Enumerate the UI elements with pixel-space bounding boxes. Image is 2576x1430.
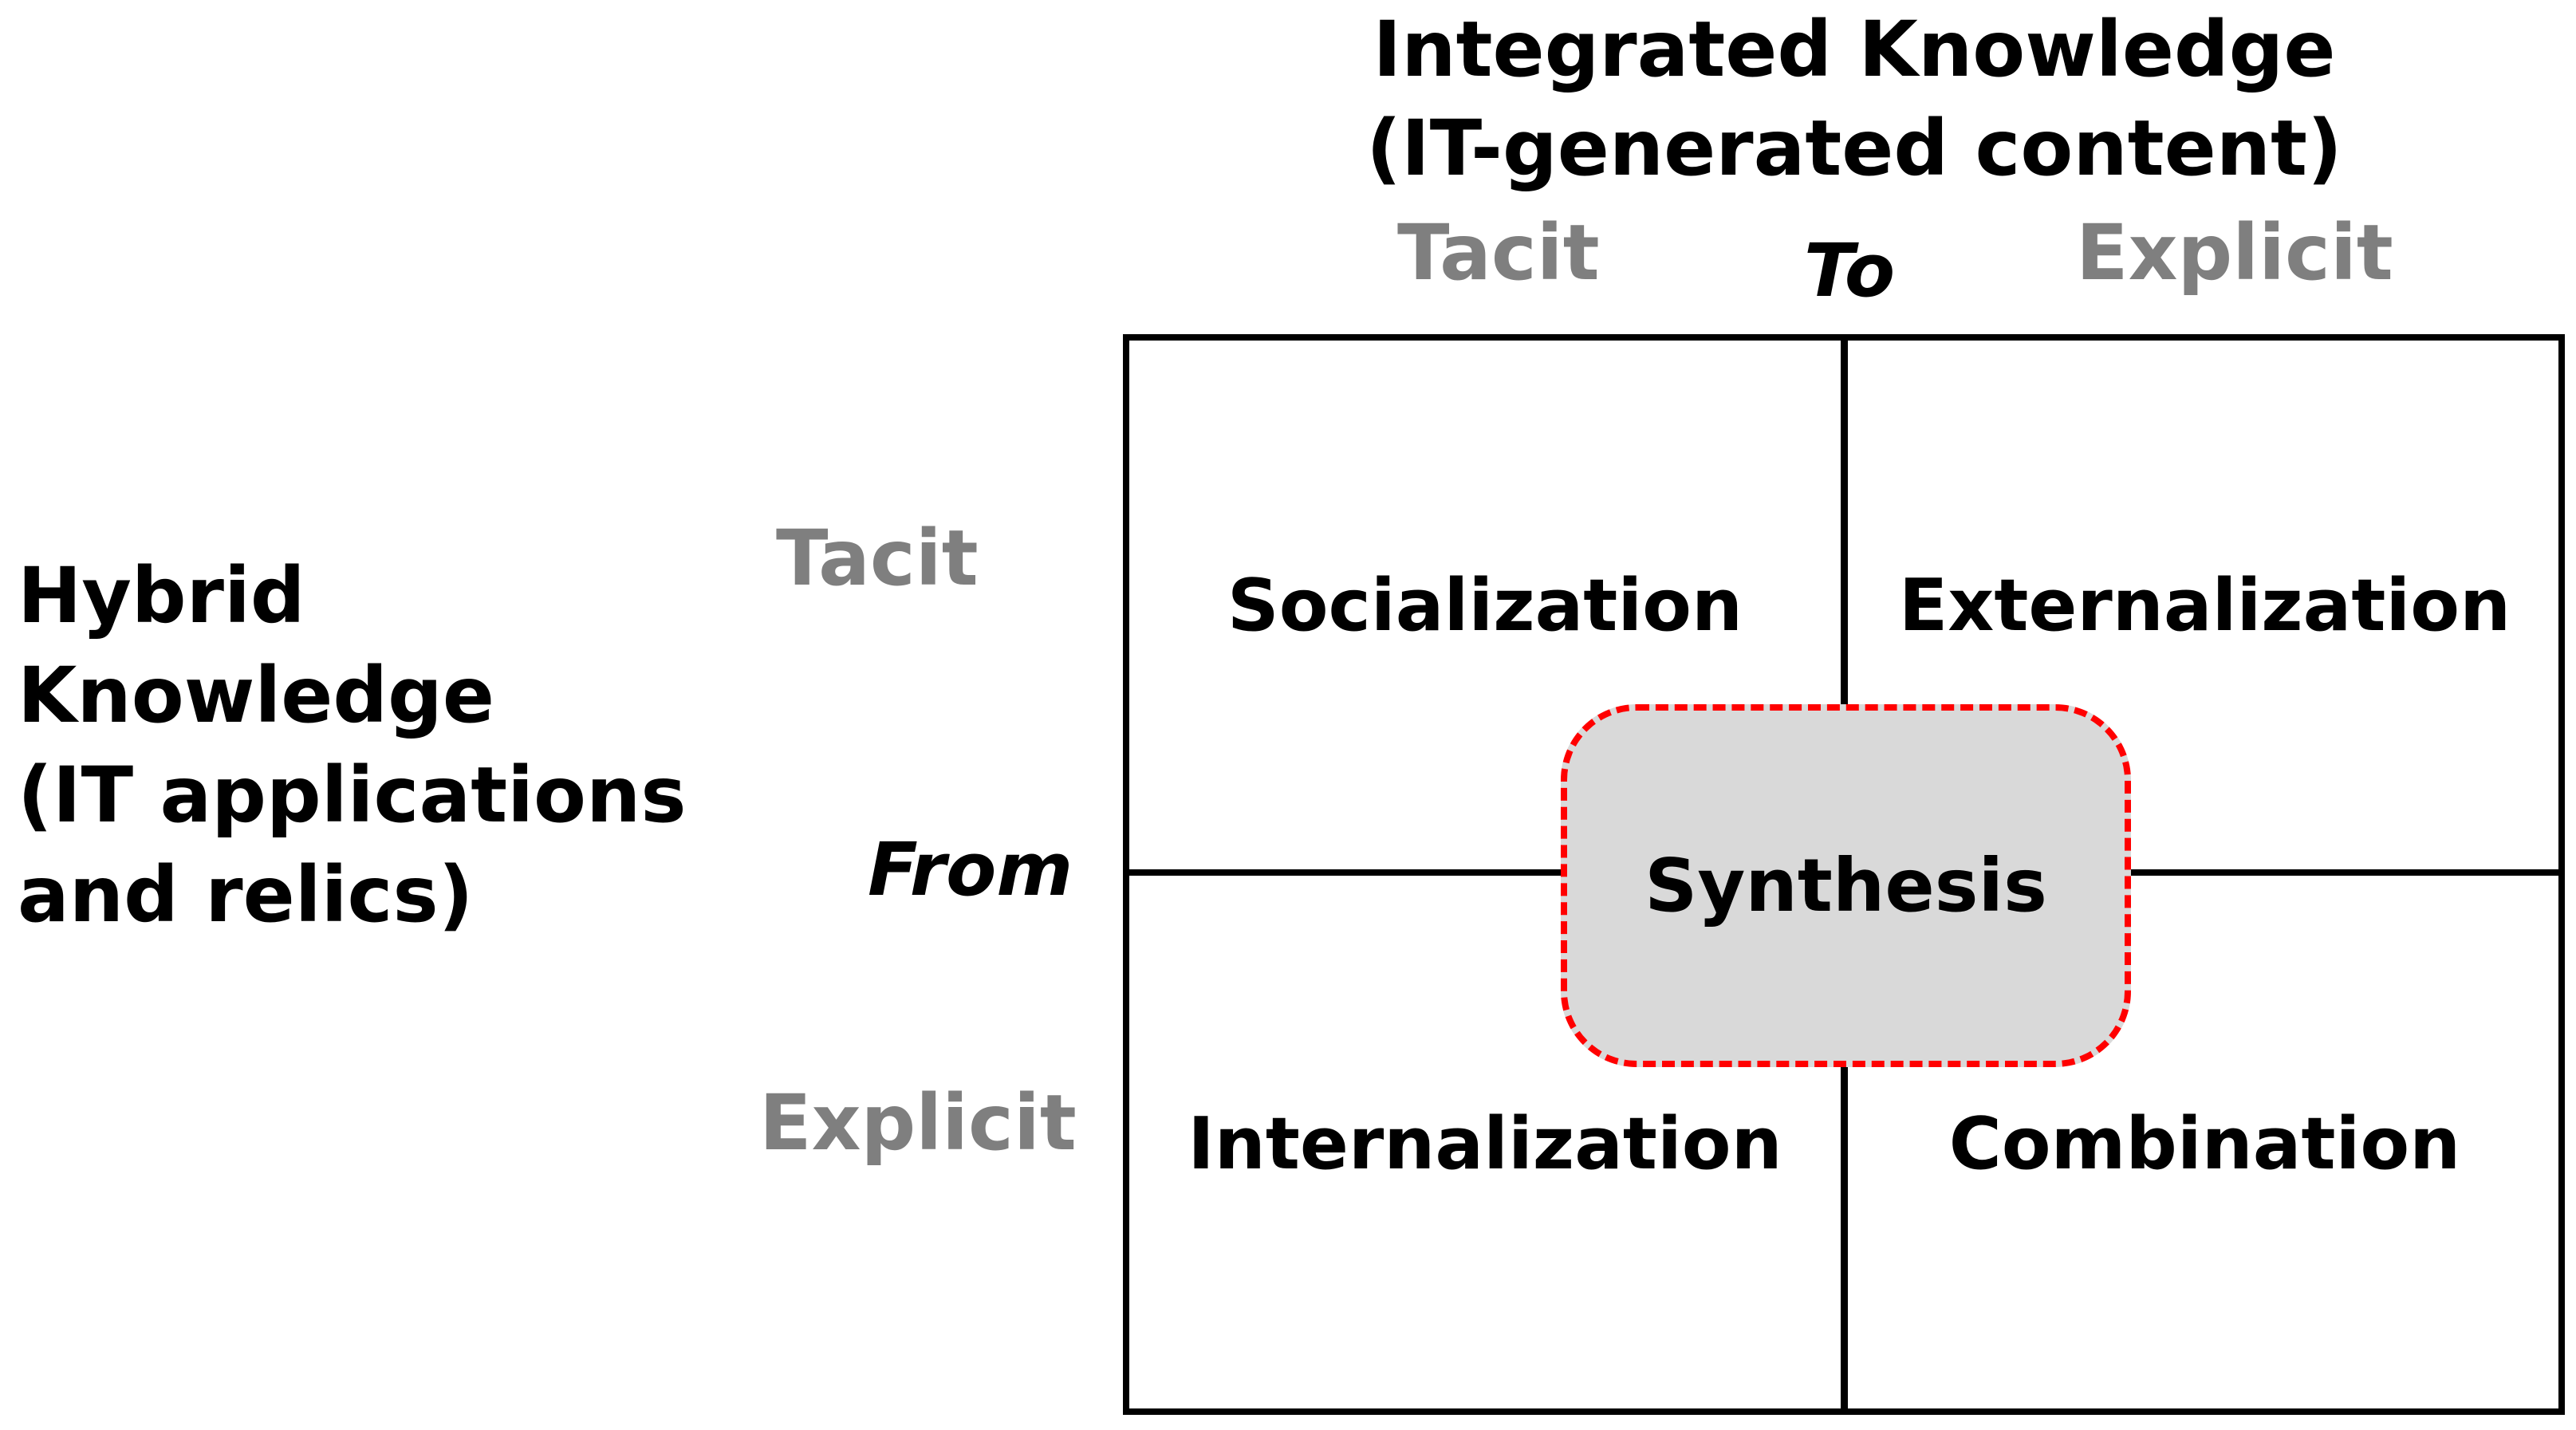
left-heading-line-2: Knowledge	[18, 651, 494, 740]
synthesis-label: Synthesis	[1644, 842, 2047, 928]
quadrant-socialization: Socialization	[1227, 564, 1743, 648]
top-heading: Integrated Knowledge (IT-generated conte…	[1276, 0, 2432, 198]
left-heading-line-3: (IT applications	[18, 750, 687, 840]
grid-divider-horizontal-left	[1123, 869, 1563, 876]
top-heading-line-2: (IT-generated content)	[1366, 104, 2342, 193]
column-label-tacit: Tacit	[1397, 208, 1600, 297]
direction-label-from: From	[868, 827, 1073, 912]
grid-divider-vertical-top	[1841, 334, 1848, 717]
row-label-tacit: Tacit	[776, 514, 979, 603]
left-heading: Hybrid Knowledge (IT applications and re…	[18, 546, 686, 945]
left-heading-line-4: and relics)	[18, 850, 474, 940]
quadrant-externalization: Externalization	[1898, 564, 2511, 648]
grid-divider-vertical-bottom	[1841, 1061, 1848, 1415]
top-heading-line-1: Integrated Knowledge	[1373, 5, 2336, 94]
synthesis-box: Synthesis	[1561, 704, 2131, 1067]
quadrant-internalization: Internalization	[1188, 1102, 1782, 1186]
row-label-explicit: Explicit	[759, 1078, 1077, 1168]
grid-divider-horizontal-right	[2131, 869, 2565, 876]
direction-label-to: To	[1804, 228, 1896, 313]
quadrant-combination: Combination	[1948, 1102, 2461, 1186]
left-heading-line-1: Hybrid	[18, 551, 305, 640]
column-label-explicit: Explicit	[2076, 208, 2393, 297]
